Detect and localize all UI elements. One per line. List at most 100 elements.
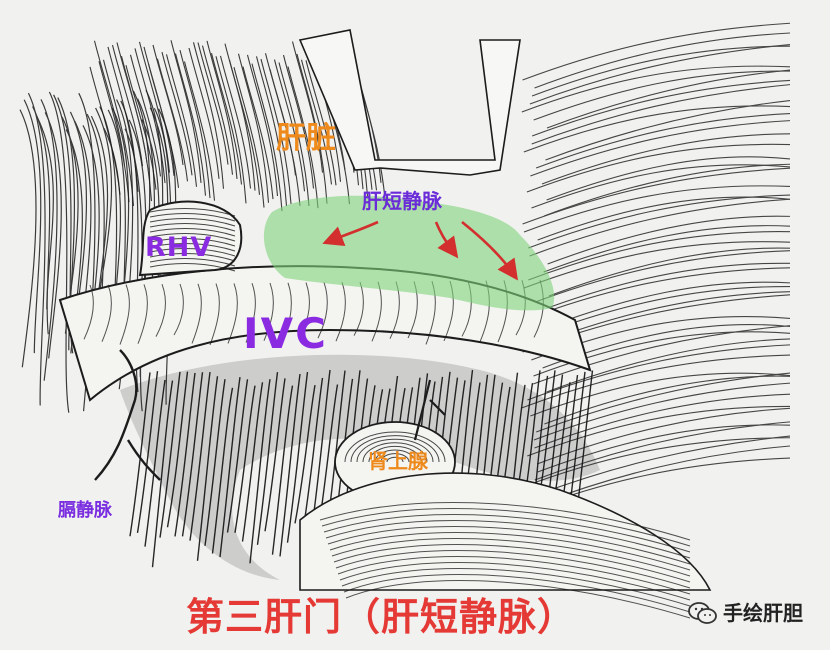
hatch-stroke	[521, 65, 791, 113]
hatch-stroke	[215, 56, 247, 204]
hatch-stroke	[192, 42, 225, 189]
hatch-stroke	[23, 99, 42, 354]
hatch-stroke	[541, 133, 791, 185]
hatch-stroke	[201, 45, 234, 175]
hatch-stroke	[260, 58, 292, 204]
hatch-stroke	[101, 284, 112, 342]
hatch-stroke	[528, 231, 791, 281]
hatch-stroke	[534, 421, 791, 481]
hatch-stroke	[120, 55, 153, 202]
hatch-stroke	[321, 508, 691, 547]
hatch-stroke	[144, 379, 166, 547]
figure-title: 第三肝门（肝短静脉）	[186, 595, 577, 639]
hatch-stroke	[241, 382, 264, 542]
hatch-stroke	[219, 377, 241, 558]
hatch-stroke	[368, 445, 422, 463]
hatch-stroke	[527, 405, 791, 457]
hatch-stroke	[546, 156, 791, 201]
hatch-stroke	[242, 66, 274, 200]
hatch-stroke	[149, 213, 236, 222]
hatch-stroke	[183, 61, 216, 201]
hatch-stroke	[319, 502, 691, 541]
hatch-stroke	[249, 379, 271, 564]
hatch-stroke	[197, 42, 229, 165]
hatch-stroke	[149, 238, 236, 247]
hatch-stroke	[543, 163, 791, 217]
hatch-stroke	[228, 59, 261, 195]
hatch-stroke	[161, 51, 193, 176]
hatch-stroke	[179, 50, 211, 199]
hatch-stroke	[149, 208, 236, 217]
hatch-stroke	[245, 283, 256, 343]
hatch-stroke	[343, 574, 691, 613]
hatch-stroke	[210, 53, 243, 185]
short-hepatic-veins-highlight	[263, 195, 555, 311]
liver-hatching-top	[89, 40, 387, 212]
hatch-stroke	[533, 382, 791, 441]
hatch-stroke	[534, 32, 791, 89]
hatch-stroke	[335, 282, 346, 342]
hatch-stroke	[339, 562, 691, 601]
phrenic-vein-label: 膈静脉	[58, 500, 112, 521]
hatch-stroke	[333, 544, 691, 583]
hatch-stroke	[341, 568, 691, 607]
hatch-stroke	[522, 22, 791, 81]
arrow-short-vein-1	[322, 220, 379, 246]
hatch-stroke	[188, 47, 220, 179]
hatch-stroke	[282, 54, 315, 189]
hatch-stroke	[386, 456, 404, 463]
hatch-stroke	[529, 198, 791, 257]
hatch-stroke	[98, 61, 130, 203]
hatch-stroke	[149, 218, 236, 227]
hatch-stroke	[279, 373, 301, 557]
hatch-stroke	[102, 59, 135, 206]
hatch-stroke	[300, 59, 333, 185]
hatch-stroke	[211, 387, 234, 554]
hatch-stroke	[547, 215, 791, 265]
arrow-short-vein-2	[434, 221, 459, 259]
adrenal-hatching	[344, 431, 446, 463]
rhv-label: RHV	[145, 232, 213, 263]
hatch-stroke	[548, 247, 791, 297]
hatch-stroke	[263, 282, 274, 341]
hatch-stroke	[251, 63, 283, 212]
hatch-stroke	[209, 283, 220, 346]
hatch-stroke	[129, 372, 151, 537]
hatch-stroke	[264, 378, 286, 532]
hatch-stroke	[278, 62, 310, 207]
hatch-stroke	[337, 556, 691, 595]
hatch-stroke	[93, 40, 126, 166]
hatch-stroke	[546, 69, 791, 129]
hatch-stroke	[237, 53, 270, 203]
hatch-stroke	[125, 65, 157, 190]
hatch-stroke	[138, 41, 171, 173]
retrocaval-shadow	[120, 354, 600, 580]
hatch-stroke	[544, 281, 791, 329]
hatch-stroke	[151, 380, 174, 568]
hatch-stroke	[119, 284, 130, 345]
hatch-stroke	[287, 66, 319, 209]
hatch-stroke	[528, 194, 791, 249]
hatch-stroke	[206, 40, 238, 179]
short-hepatic-veins-label: 肝短静脉	[362, 189, 442, 213]
hatch-stroke	[329, 532, 691, 571]
hatch-stroke	[269, 69, 301, 206]
hatch-stroke	[256, 372, 279, 545]
hatch-stroke	[536, 372, 791, 433]
hatch-stroke	[149, 228, 236, 237]
hatch-stroke	[137, 284, 148, 344]
kidney-hatching	[319, 502, 691, 619]
hatch-stroke	[174, 53, 207, 196]
hatch-stroke	[529, 44, 791, 105]
hatch-stroke	[147, 63, 180, 188]
hatch-stroke	[149, 248, 236, 257]
hatch-stroke	[149, 243, 236, 252]
hatch-stroke	[350, 435, 440, 463]
hatch-stroke	[335, 550, 691, 589]
hatch-stroke	[281, 282, 292, 345]
hatch-stroke	[44, 112, 62, 359]
hatch-stroke	[530, 120, 791, 177]
watermark-text: 手绘肝胆	[723, 601, 803, 625]
hatch-stroke	[374, 449, 416, 463]
hatch-stroke	[149, 253, 236, 262]
